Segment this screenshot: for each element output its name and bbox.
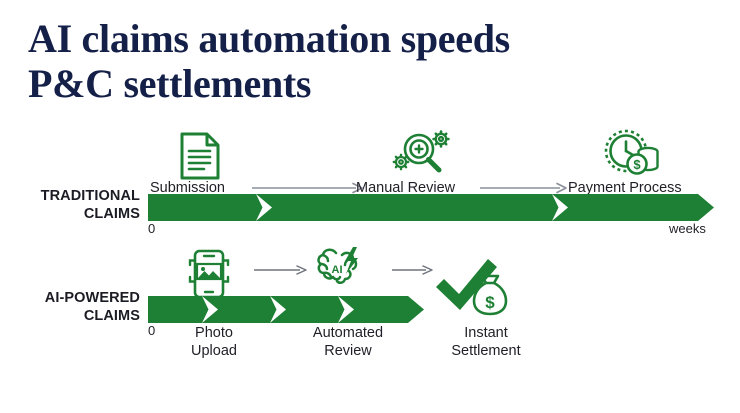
clock-coins-icon: $ <box>602 129 660 186</box>
connector-arrow-icon <box>252 262 310 283</box>
timeline-bar-ai-powered <box>148 296 424 323</box>
stage-label-instant-settlement: Instant Settlement <box>451 325 521 359</box>
connector-arrow-icon <box>390 262 436 283</box>
row-label-ai-powered-claims: AI-POWERED CLAIMS <box>8 289 140 325</box>
stage-label-payment-process: Payment Process <box>568 180 682 196</box>
row-label-traditional-line-1: TRADITIONAL <box>40 188 140 204</box>
row-label-traditional-claims: TRADITIONAL CLAIMS <box>8 187 140 223</box>
page-title-line-1: AI claims automation speeds <box>28 16 510 61</box>
axis-start-marker-ai: 0 <box>148 323 156 338</box>
row-label-ai-line-2: CLAIMS <box>83 308 140 324</box>
money-symbol: $ <box>633 157 641 172</box>
row-label-traditional-line-2: CLAIMS <box>83 206 140 222</box>
page-title: AI claims automation speeds P&C settleme… <box>28 16 668 106</box>
connector-arrow-icon <box>250 179 366 202</box>
ai-brain-icon: AI <box>312 245 364 298</box>
document-icon <box>178 131 222 186</box>
page-title-line-2: P&C settlements <box>28 61 312 106</box>
stage-label-photo-upload: Photo Upload <box>191 325 237 359</box>
stage-label-manual-review: Manual Review <box>356 180 456 196</box>
stage-label-automated-review: Automated Review <box>312 325 384 359</box>
stage-label-submission: Submission <box>150 180 225 196</box>
axis-start-marker-traditional: 0 <box>148 221 156 236</box>
timeline-bar-traditional <box>148 194 714 221</box>
connector-arrow-icon <box>478 179 570 202</box>
money-symbol: $ <box>485 293 495 312</box>
axis-end-marker-weeks: weeks <box>669 221 706 236</box>
ai-brain-label: AI <box>332 264 343 276</box>
row-label-ai-line-1: AI-POWERED <box>44 290 140 306</box>
check-money-bag-icon: $ <box>432 256 510 323</box>
magnifier-gears-icon <box>392 128 452 187</box>
